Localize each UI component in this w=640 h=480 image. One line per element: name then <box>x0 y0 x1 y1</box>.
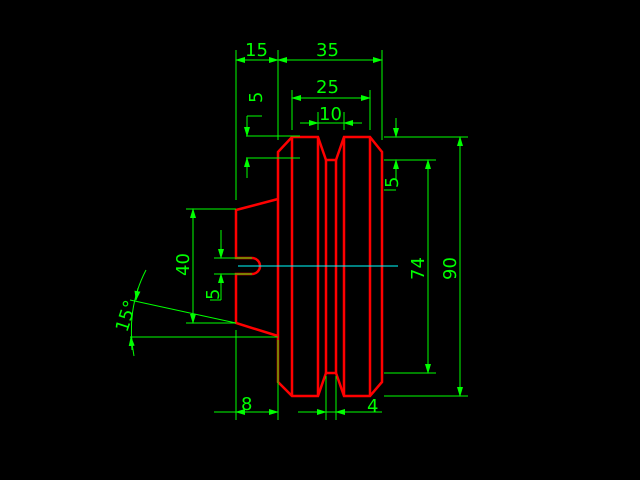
wheel-profile <box>276 135 384 398</box>
hub-profile <box>234 197 279 338</box>
dim-text-15: 15 <box>245 40 268 61</box>
dim-text-74: 74 <box>408 257 429 280</box>
dim-text-35: 35 <box>316 40 339 61</box>
dim-text-5-right: 5 <box>382 177 403 188</box>
dim-text-40: 40 <box>173 253 194 276</box>
dim-text-90: 90 <box>440 257 461 280</box>
dim-text-8: 8 <box>241 394 252 415</box>
dim-text-5-top: 5 <box>246 92 267 103</box>
dim-text-10: 10 <box>319 104 342 125</box>
dim-text-4: 4 <box>367 396 378 417</box>
dimensions <box>128 50 468 420</box>
dim-text-15-deg: 15° <box>112 298 142 335</box>
dim-text-5-left: 5 <box>203 289 224 300</box>
dim-text-25: 25 <box>316 77 339 98</box>
